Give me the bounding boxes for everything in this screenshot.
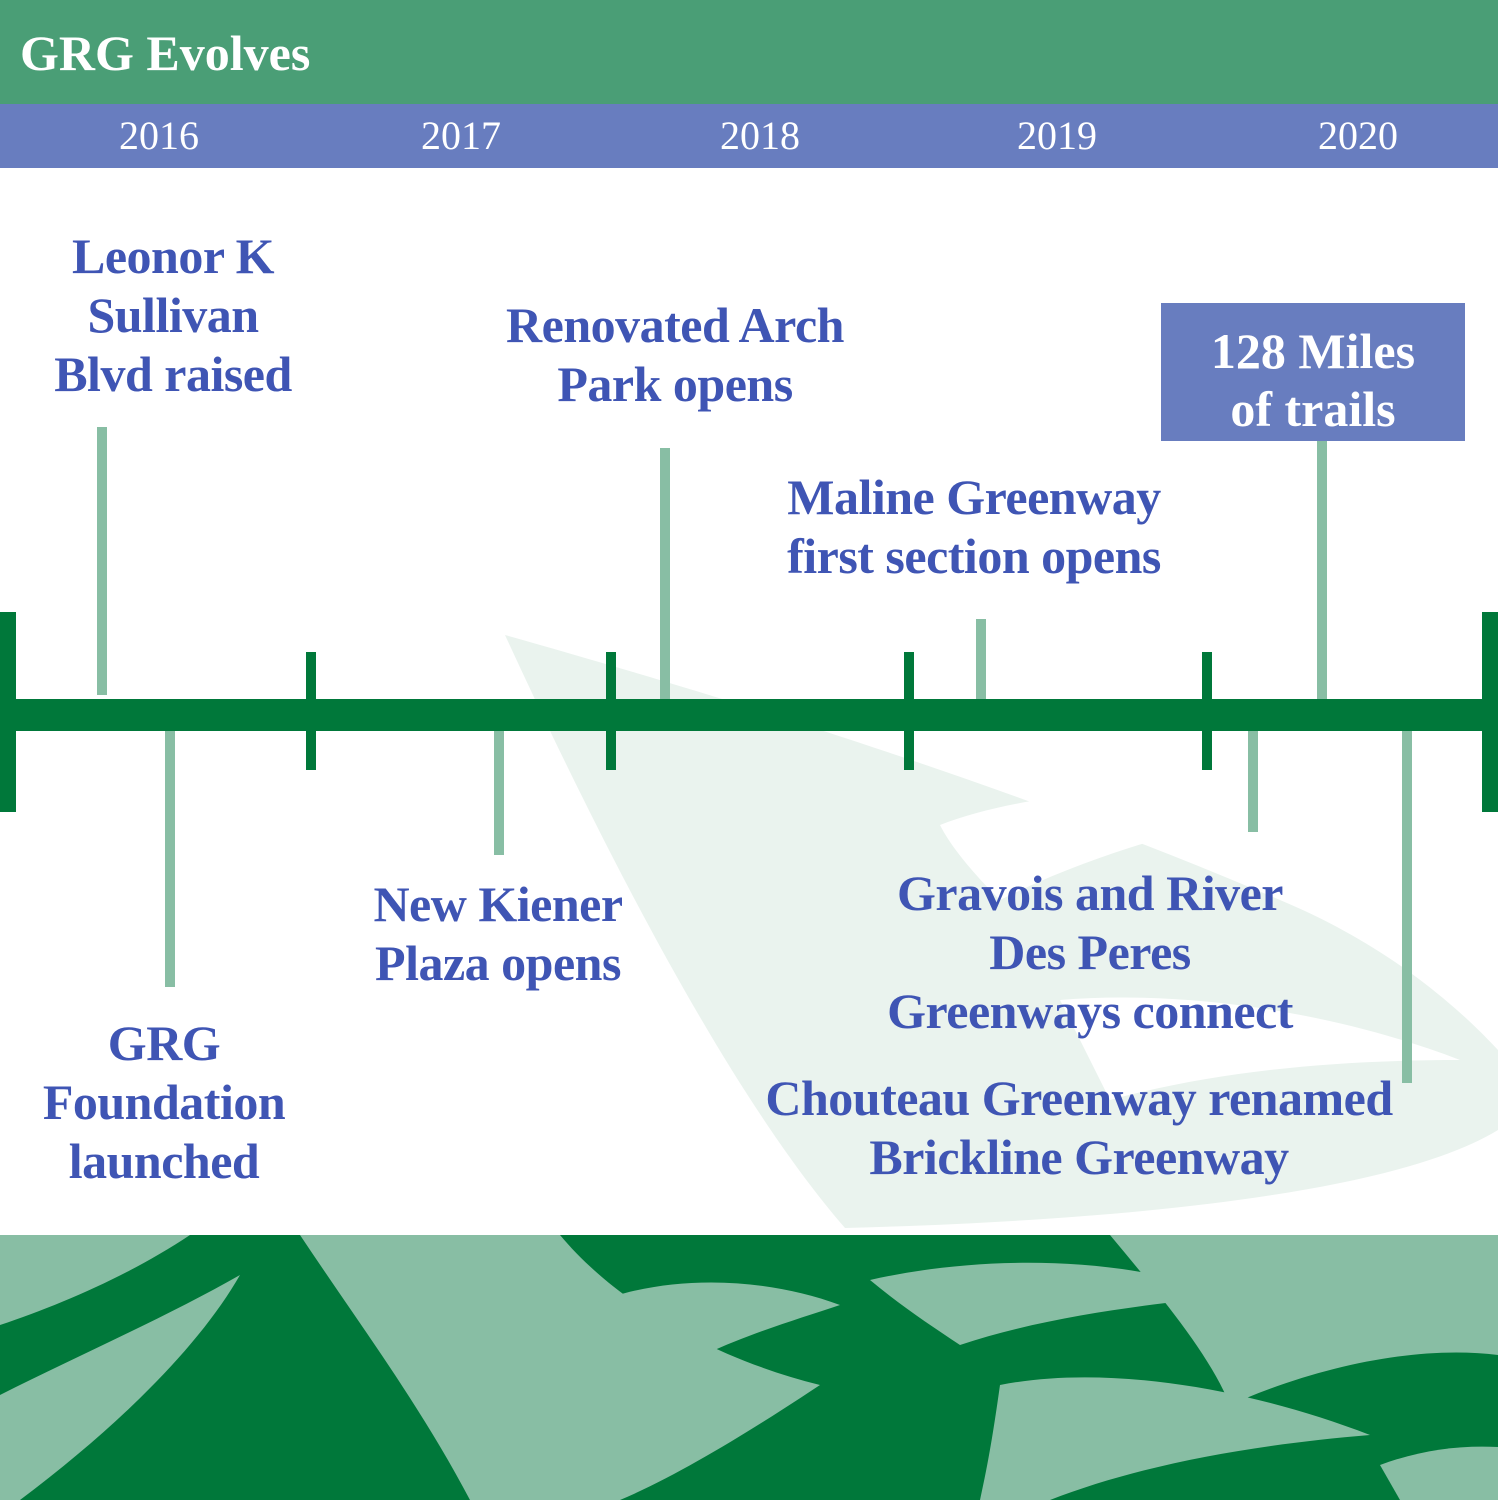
stem-chouteau [1402, 731, 1412, 1083]
timeline-start-cap [0, 612, 16, 812]
year-divider-tick [1202, 652, 1212, 770]
event-label-kiener: New Kiener Plaza opens [373, 876, 623, 991]
timeline-end-cap [1482, 612, 1498, 812]
year-label-2019: 2019 [1017, 113, 1097, 158]
timeline-axis [0, 699, 1498, 731]
page-title: GRG Evolves [20, 25, 311, 81]
stem-sullivan [97, 427, 107, 695]
event-label-foundation: GRG Foundation launched [42, 1015, 286, 1189]
stem-maline [976, 619, 986, 699]
stem-foundation [165, 731, 175, 987]
event-label-arch: Renovated Arch Park opens [506, 297, 844, 412]
year-divider-tick [904, 652, 914, 770]
year-divider-tick [606, 652, 616, 770]
stem-arch [660, 448, 670, 699]
event-label-miles: 128 Miles of trails [1210, 323, 1416, 437]
stem-kiener [494, 731, 504, 855]
year-label-2020: 2020 [1318, 113, 1398, 158]
year-divider-tick [306, 652, 316, 770]
year-label-2017: 2017 [421, 113, 501, 158]
milestone-badge [1161, 303, 1465, 441]
stem-gravois [1248, 731, 1258, 832]
event-label-chouteau: Chouteau Greenway renamed Brickline Gree… [765, 1070, 1393, 1185]
bottom-leaf-band [0, 1235, 1498, 1500]
event-label-maline: Maline Greenway first section opens [787, 469, 1161, 584]
event-label-sullivan: Leonor K Sullivan Blvd raised [54, 228, 292, 402]
header-bar [0, 0, 1498, 104]
year-bar [0, 104, 1498, 168]
year-label-2016: 2016 [119, 113, 199, 158]
year-label-2018: 2018 [720, 113, 800, 158]
stem-miles [1317, 441, 1327, 699]
event-label-gravois: Gravois and River Des Peres Greenways co… [887, 865, 1293, 1039]
